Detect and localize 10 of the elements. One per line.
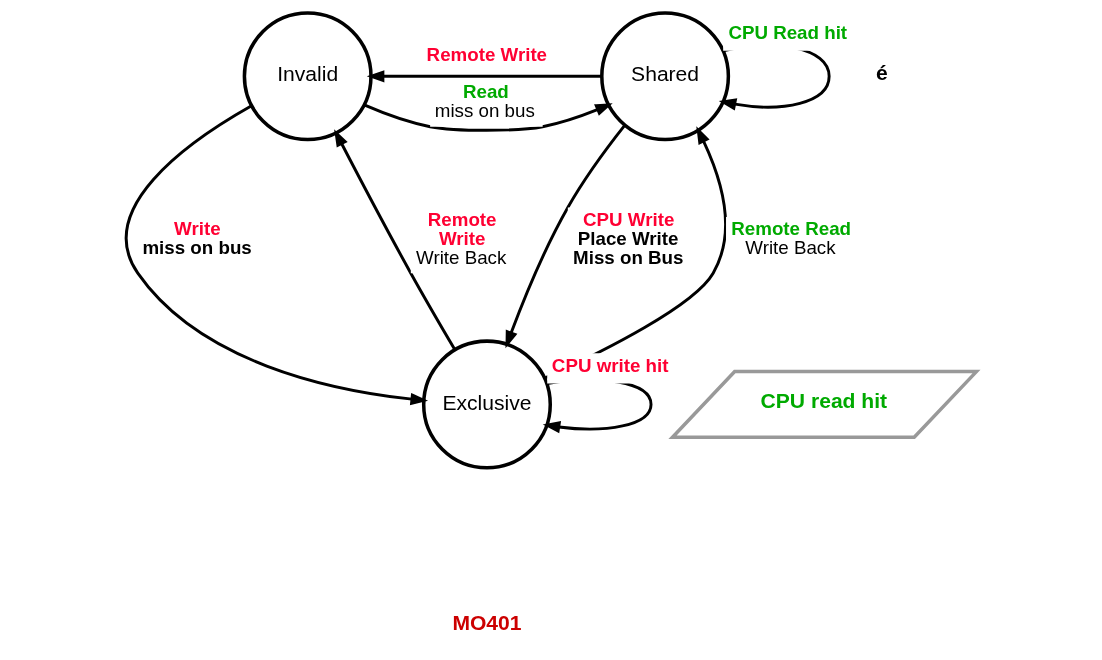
edge-label: CPU Read hit	[728, 21, 848, 43]
edge-label: Write miss on bus	[142, 218, 252, 259]
edge-label: CPU write hit	[551, 354, 669, 376]
edge-label: CPU Write Place Write Miss on Bus	[573, 209, 684, 268]
label: MO401	[452, 610, 522, 634]
edge-label: Remote Read Write Back	[731, 218, 852, 259]
edge-label: Remote Write	[426, 43, 548, 65]
edge-label: Read miss on bus	[434, 81, 535, 122]
edge-label: Remote Write Write Back	[416, 209, 507, 268]
label: é	[876, 61, 888, 85]
